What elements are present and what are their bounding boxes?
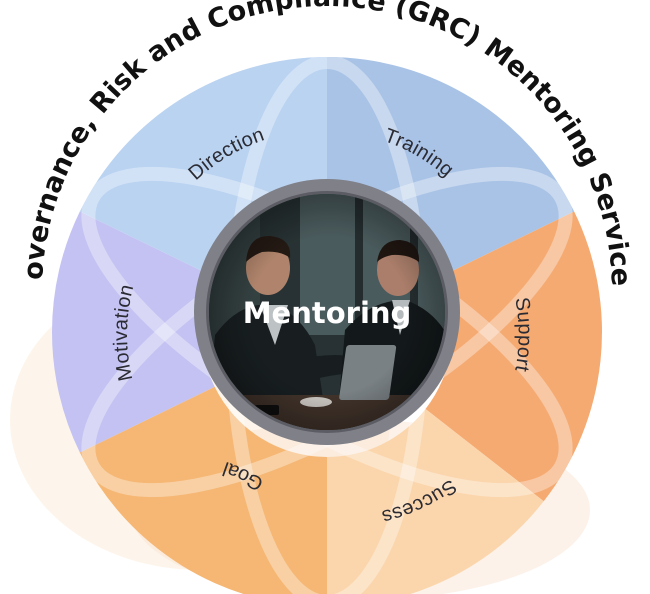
segment-motivation xyxy=(52,211,215,453)
segment-success xyxy=(327,408,544,594)
center-photo xyxy=(209,194,445,430)
photo-dim xyxy=(209,194,445,430)
segment-support xyxy=(425,211,602,502)
photo-vignette xyxy=(209,194,445,430)
segment-goal xyxy=(79,386,327,594)
center-label: Mentoring xyxy=(243,296,412,330)
